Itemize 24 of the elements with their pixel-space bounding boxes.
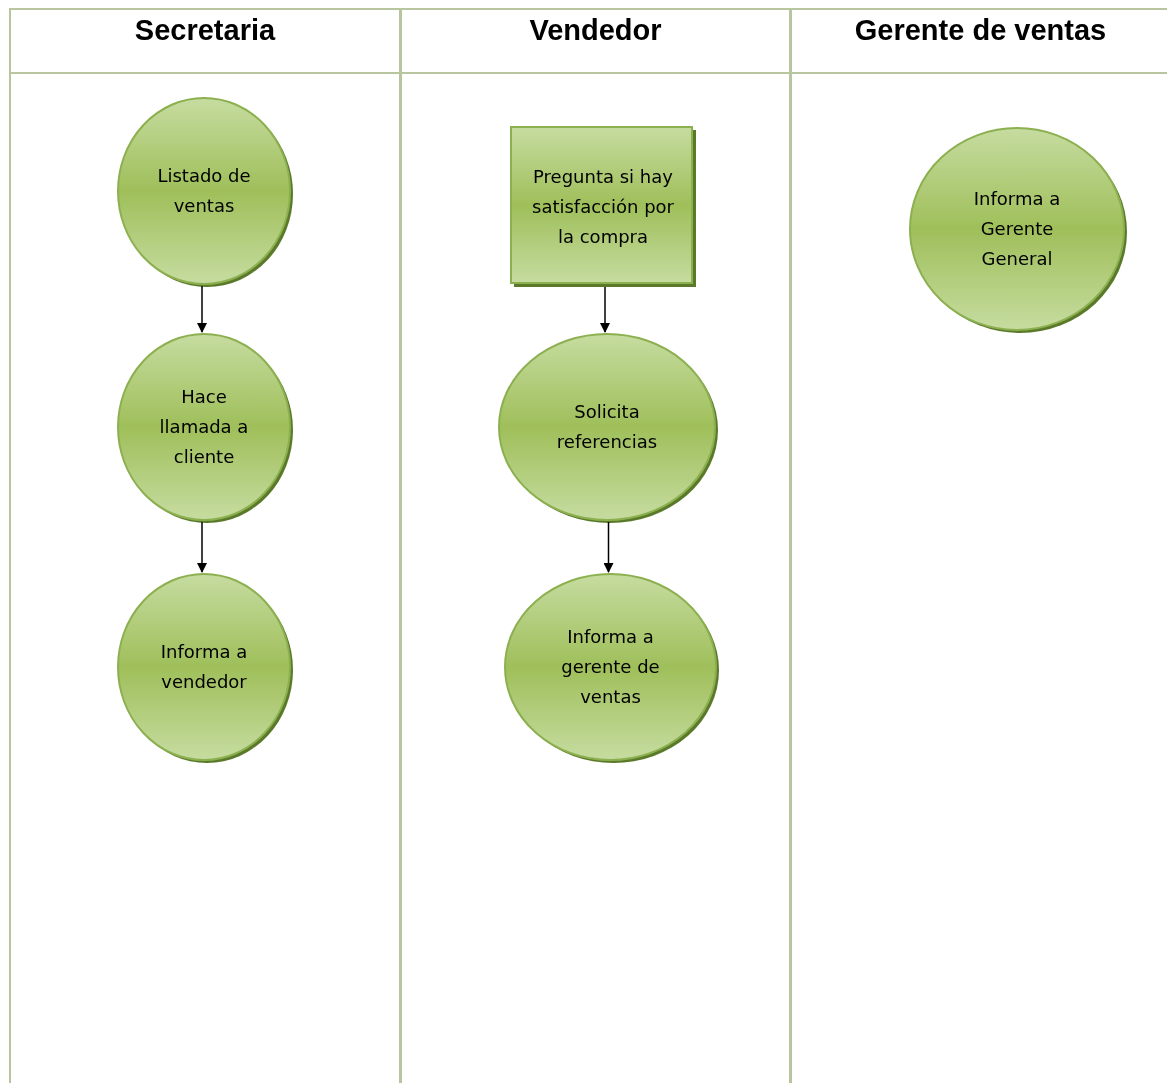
process-ellipse: [503, 572, 718, 762]
lane-title: Vendedor: [528, 14, 663, 47]
process-ellipse: [908, 126, 1126, 332]
process-ellipse: [116, 572, 292, 762]
swimlane: [9, 8, 400, 1083]
node-label: Informa a gerente de ventas: [560, 625, 661, 709]
node-label: Informa a Gerente General: [972, 187, 1062, 271]
arrow: [600, 286, 610, 333]
arrow: [603, 521, 614, 573]
process-ellipse: [116, 96, 292, 286]
swimlane: [400, 8, 790, 1083]
arrow: [197, 521, 207, 573]
process-box: [510, 126, 696, 287]
lane-title: Secretaria: [133, 14, 277, 47]
node-label: Listado de ventas: [156, 164, 252, 218]
process-ellipse: [116, 332, 292, 522]
node-label: Solicita referencias: [555, 400, 659, 454]
node-label: Informa a vendedor: [159, 640, 249, 694]
arrow: [197, 285, 207, 333]
lane-title: Gerente de ventas: [853, 14, 1108, 47]
node-label: Pregunta si hay satisfacción por la compra: [531, 164, 675, 249]
swimlane: [790, 8, 1167, 1083]
node-label: Hace llamada a cliente: [158, 385, 250, 469]
process-ellipse: [497, 332, 717, 522]
